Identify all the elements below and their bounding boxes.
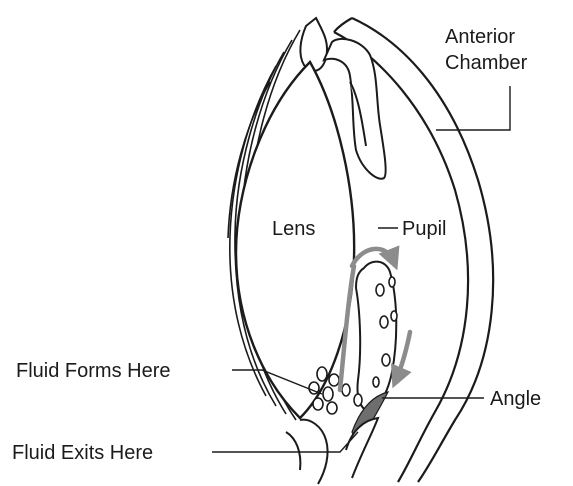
ciliary-processes xyxy=(309,367,362,414)
fluid-exits-leader xyxy=(212,432,358,452)
fluid-forms-label: Fluid Forms Here xyxy=(16,360,170,382)
lens-label: Lens xyxy=(272,218,315,240)
fluid-exits-label: Fluid Exits Here xyxy=(12,442,153,464)
anterior-chamber-label-line1: Anterior xyxy=(445,26,515,48)
flow-arrow-down xyxy=(396,332,410,380)
angle-label: Angle xyxy=(490,388,541,410)
pupil-label: Pupil xyxy=(402,218,446,240)
outflow-tissue xyxy=(286,418,378,484)
anterior-chamber-label-line2: Chamber xyxy=(445,52,528,74)
